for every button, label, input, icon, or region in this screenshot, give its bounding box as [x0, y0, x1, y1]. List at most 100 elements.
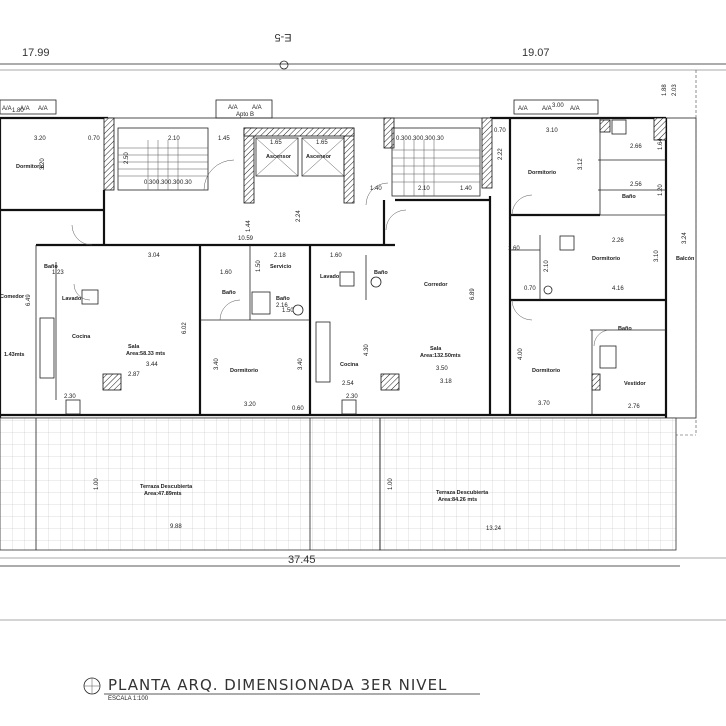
dim-label: 3.70: [538, 401, 550, 407]
scale-label: ESCALA 1:100: [108, 696, 149, 702]
building-outline: [0, 70, 697, 436]
dim-label: 2.24: [296, 210, 302, 222]
label-bano-4: Baño: [374, 270, 388, 276]
dim-label: 0.30: [168, 180, 180, 186]
dim-label: 2.54: [342, 381, 354, 387]
aa-tag: A/A: [518, 106, 528, 112]
label-terraza-e: Terraza Descubierta: [436, 490, 489, 496]
label-sala-b-area: Area:58.33 mts: [126, 351, 165, 357]
aa-tag: A/A: [2, 106, 12, 112]
aa-tag: A/A: [20, 106, 30, 112]
dim-label: 13.24: [486, 526, 502, 532]
dim-label: 4.16: [612, 286, 624, 292]
dim-label: 2.10: [544, 260, 550, 272]
dim-label: 3.20: [34, 136, 46, 142]
aa-tag: A/A: [570, 106, 580, 112]
dim-label: 3.40: [214, 358, 220, 370]
dim-label: 1.60: [330, 253, 342, 259]
dim-label: 3.04: [148, 253, 160, 259]
bottom-dimension-line: 37.45: [0, 554, 726, 621]
label-bano-2: Baño: [222, 290, 236, 296]
dim-label: 1.60: [508, 246, 520, 252]
dim-label: 2.56: [630, 182, 642, 188]
label-bano-5: Baño: [618, 326, 632, 332]
label-ascensor-1: Ascensor: [266, 154, 292, 160]
dim-label: 9.88: [170, 524, 182, 530]
dim-label: 2.22: [498, 148, 504, 160]
dim-label: 0.30: [420, 136, 432, 142]
dim-label: 0.30: [180, 180, 192, 186]
dim-label: 1.23: [52, 270, 64, 276]
label-terraza-e-area: Area:84.26 mts: [438, 497, 477, 503]
section-marker-circle: [279, 60, 289, 70]
label-sala-b: Sala: [128, 344, 140, 350]
dim-label: 1.50: [256, 260, 262, 272]
dim-label: 1.45: [218, 136, 230, 142]
label-dormitorio-c: Dormitorio: [230, 368, 259, 374]
dim-label: 0.60: [292, 406, 304, 412]
dim-label: 0.30: [144, 180, 156, 186]
drawing-title: PLANTA ARQ. DIMENSIONADA 3ER NIVEL: [108, 676, 447, 694]
label-lavado-c: Lavado: [320, 274, 340, 280]
label-comedor-w: Comedor: [0, 294, 25, 300]
door-swings: [71, 159, 611, 347]
dim-label: 4.30: [364, 344, 370, 356]
dim-label: 1.65: [316, 140, 328, 146]
label-lavado-w: Lavado: [62, 296, 82, 302]
title-block: PLANTA ARQ. DIMENSIONADA 3ER NIVEL ESCAL…: [83, 676, 480, 702]
section-mark: E-5: [274, 31, 291, 43]
dim-label: 0.30: [432, 136, 444, 142]
dim-label: 2.18: [274, 253, 286, 259]
dim-label: 3.18: [440, 379, 452, 385]
dim-label: 4.00: [518, 348, 524, 360]
dim-label: 1.65: [270, 140, 282, 146]
dimension-labels: 3.20 0.70 2.10 1.45 3.20 1.65 1.65 2.50 …: [12, 84, 688, 532]
dim-label: 3.10: [546, 128, 558, 134]
dim-label: 2.50: [124, 152, 130, 164]
label-dormitorio-e: Dormitorio: [592, 256, 621, 262]
label-ascensor-2: Ascensor: [306, 154, 332, 160]
dim-label: 1.20: [658, 184, 664, 196]
aa-tag: A/A: [542, 106, 552, 112]
label-sala-c-area: Area:132.50mts: [420, 353, 461, 359]
dim-label: 1.00: [94, 478, 100, 490]
dim-label: 0.70: [88, 136, 100, 142]
label-cocina-w: Cocina: [72, 334, 91, 340]
label-bano-6: Baño: [622, 194, 636, 200]
dim-label: 1.80: [12, 108, 24, 114]
fixtures: [39, 119, 627, 415]
label-balcon: Balcón: [676, 256, 695, 262]
dim-label: 2.16: [276, 303, 288, 309]
label-area-w: 1.43mts: [4, 352, 25, 358]
dim-label: 0.30: [396, 136, 408, 142]
label-servicio: Servicio: [270, 264, 292, 270]
stairs-east: [391, 127, 481, 197]
dim-label: 3.20: [40, 158, 46, 170]
label-terraza-w: Terraza Descubierta: [140, 484, 193, 490]
dim-label: 1.44: [246, 220, 252, 232]
top-dim-left: 17.99: [22, 47, 50, 59]
dim-label: 2.03: [672, 84, 678, 96]
dim-label: 2.87: [128, 372, 140, 378]
apto-b-label: Apto B: [236, 112, 254, 118]
dim-label: 2.10: [168, 136, 180, 142]
dim-label: 1.40: [460, 186, 472, 192]
bottom-dim: 37.45: [288, 554, 316, 566]
dim-label: 0.30: [156, 180, 168, 186]
stairs-west: [117, 127, 209, 191]
elevators: [255, 137, 345, 177]
dim-label: 2.30: [346, 394, 358, 400]
dim-label: 6.89: [470, 288, 476, 300]
interior-walls: [0, 118, 666, 417]
dim-label: 1.50: [282, 308, 294, 314]
label-dormitorio-ne: Dormitorio: [528, 170, 557, 176]
dim-label: 1.64: [658, 138, 664, 150]
label-corredor: Corredor: [424, 282, 448, 288]
dim-label: 0.30: [408, 136, 420, 142]
dim-label: 3.10: [654, 250, 660, 262]
label-dormitorio-se: Dormitorio: [532, 368, 561, 374]
label-bano-3: Baño: [276, 296, 290, 302]
aa-tag: A/A: [38, 106, 48, 112]
label-bano-1: Baño: [44, 264, 58, 270]
aa-tag: A/A: [252, 105, 262, 111]
